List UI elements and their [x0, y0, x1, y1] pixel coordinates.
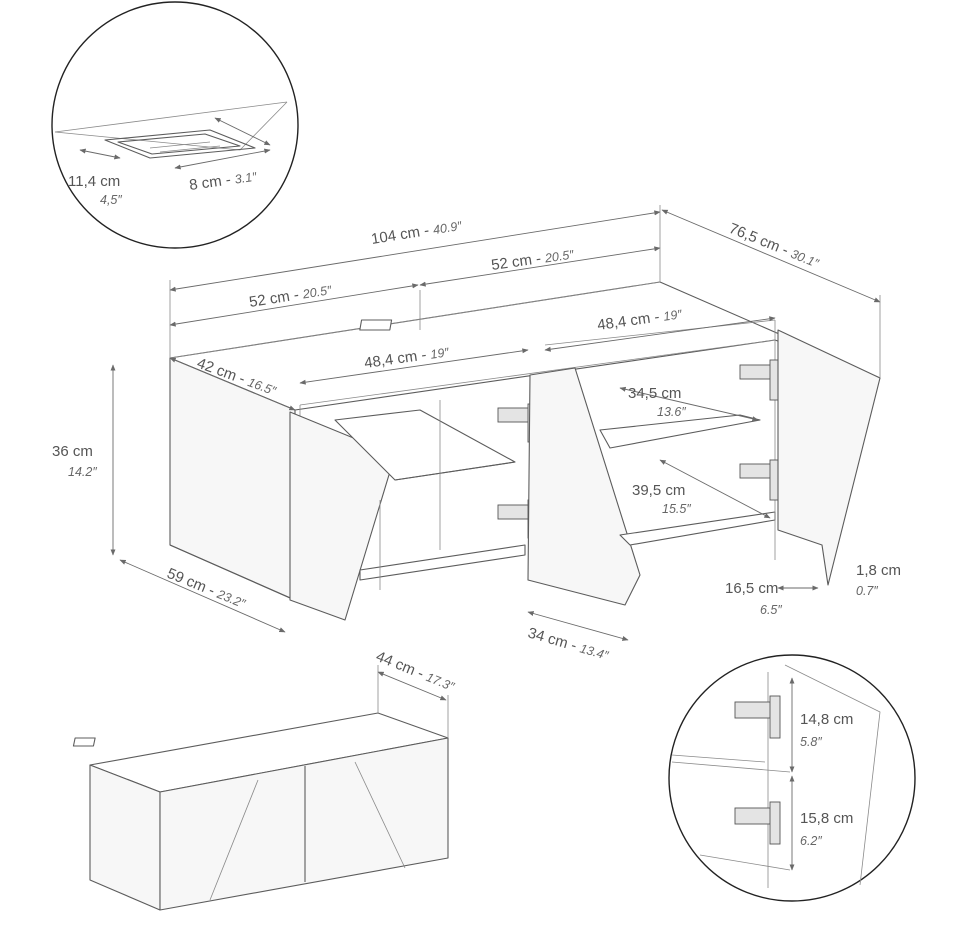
hinge-lower-imperial: 6.2″: [800, 834, 822, 848]
lower-depth-label: 39,5 cm: [632, 482, 685, 499]
closed-depth-label: 44 cm - 17.3″: [374, 648, 458, 695]
total-width-label: 104 cm - 40.9″: [370, 217, 463, 248]
thickness-imperial: 0.7″: [856, 584, 878, 598]
cabinet-open-view: 104 cm - 40.9″ 76,5 cm - 30.1″ 52 cm - 2…: [52, 205, 901, 664]
hole-width-label: 11,4 cm: [68, 173, 120, 190]
inner-depth-label: 16,5 cm: [725, 580, 778, 597]
cabinet-closed-view: 44 cm - 17.3″: [72, 648, 458, 911]
half-width-right-label: 52 cm - 20.5″: [490, 246, 575, 274]
detail-cable-hole: 11,4 cm 4,5″ 8 cm - 3.1″: [51, 1, 299, 249]
height-label: 36 cm: [52, 443, 93, 460]
cable-hole-icon: [72, 737, 96, 747]
detail-hinges: 14,8 cm 5.8″ 15,8 cm 6.2″: [668, 654, 916, 902]
cable-hole-icon: [359, 319, 393, 331]
hinge-upper-imperial: 5.8″: [800, 735, 822, 749]
total-depth-label: 76,5 cm - 30.1″: [727, 220, 822, 272]
inner-depth-imperial: 6.5″: [760, 603, 782, 617]
hinge-lower-label: 15,8 cm: [800, 810, 853, 827]
shelf-depth-imperial: 13.6″: [657, 405, 686, 419]
hinge-icon: [739, 359, 781, 501]
door-width-label: 34 cm - 13.4″: [526, 625, 611, 664]
hole-width-imperial: 4,5″: [100, 193, 122, 207]
half-width-left-label: 52 cm - 20.5″: [248, 281, 333, 311]
hinge-icon: [734, 695, 781, 845]
lower-depth-imperial: 15.5″: [662, 502, 691, 516]
height-imperial: 14.2″: [68, 465, 97, 479]
hinge-upper-label: 14,8 cm: [800, 711, 853, 728]
shelf-depth-label: 34,5 cm: [628, 385, 681, 402]
hole-depth-label: 8 cm - 3.1″: [188, 168, 258, 194]
thickness-label: 1,8 cm: [856, 562, 901, 579]
